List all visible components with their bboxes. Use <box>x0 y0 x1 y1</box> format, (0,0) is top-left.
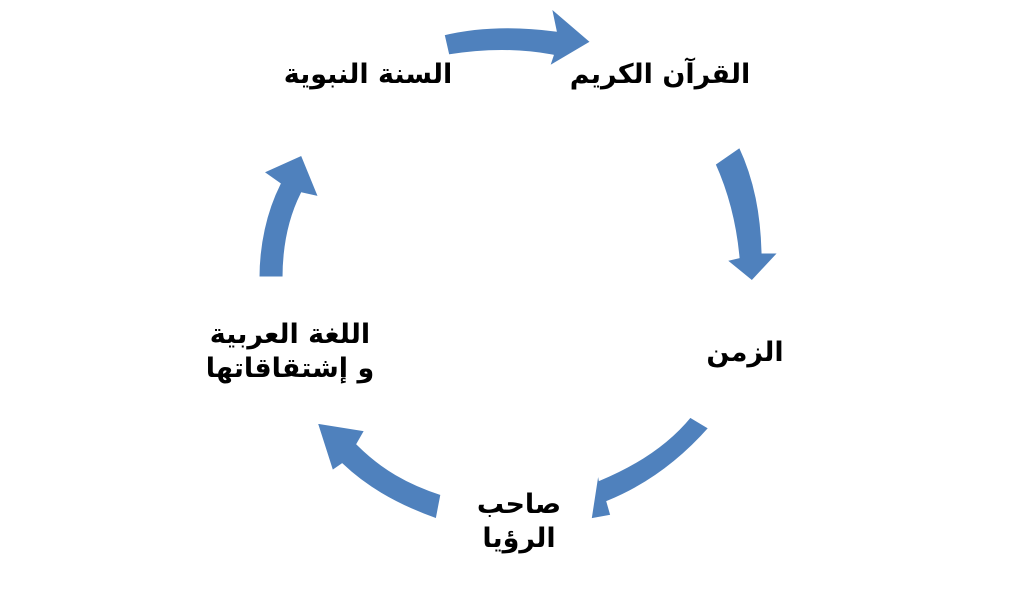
node-dreamer: صاحب الرؤيا <box>444 488 594 556</box>
node-quran-text: القرآن الكريم <box>569 59 751 90</box>
node-language-line1: اللغة العربية <box>209 319 371 350</box>
node-dreamer-line1: صاحب <box>476 489 562 520</box>
node-language: اللغة العربية و إشتقاقاتها <box>190 318 390 386</box>
node-time-text: الزمن <box>706 337 784 368</box>
node-dreamer-line2: الرؤيا <box>482 523 556 554</box>
node-sunnah: السنة النبوية <box>268 58 468 92</box>
node-sunnah-text: السنة النبوية <box>283 59 453 90</box>
arrow-sunnah-to-quran <box>441 1 595 72</box>
node-time: الزمن <box>690 336 800 370</box>
arrow-quran-to-time <box>712 143 784 285</box>
node-language-line2: و إشتقاقاتها <box>205 353 375 384</box>
node-quran: القرآن الكريم <box>560 58 760 92</box>
arrow-dreamer-to-language <box>313 420 444 522</box>
arrow-language-to-sunnah <box>256 151 323 280</box>
arrow-time-to-dreamer <box>588 414 713 522</box>
